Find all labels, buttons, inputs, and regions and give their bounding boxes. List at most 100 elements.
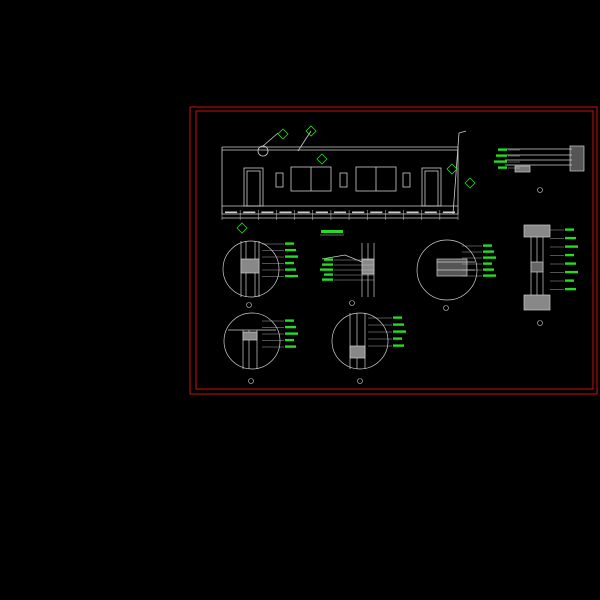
detail-5-callouts — [368, 316, 406, 347]
detail-6-bottom-block — [523, 294, 551, 311]
leader-top-1 — [262, 132, 279, 147]
detail-5 — [331, 312, 389, 370]
detail-2-number-circle — [349, 300, 355, 306]
detail-3-number-circle — [443, 305, 449, 311]
wall-sconce-2 — [339, 172, 348, 188]
detail-1-callouts — [262, 242, 298, 278]
detail-7-callout-note — [498, 166, 507, 169]
detail-7-callout-note — [496, 154, 507, 157]
detail-5-callout-note — [393, 316, 402, 319]
detail-3-callout-note — [483, 256, 496, 259]
detail-2-callout-note — [320, 268, 333, 271]
detail-2-block — [361, 258, 375, 275]
detail-5-callout-note — [393, 323, 404, 326]
detail-3-callout-note — [483, 262, 492, 265]
detail-4-callouts — [262, 319, 298, 348]
detail-4-callout-note — [285, 338, 294, 342]
detail-6-number-circle — [537, 320, 543, 326]
detail-1-callout-note — [285, 274, 298, 278]
dimension-value-placeholder — [243, 211, 256, 214]
detail-5-callout-note — [393, 330, 406, 333]
dimension-value-placeholder — [388, 211, 401, 214]
detail-1-callout-note — [285, 255, 298, 258]
detail-2-callouts — [320, 258, 374, 281]
detail-6-callout-note — [565, 245, 578, 248]
detail-6-callout-note — [565, 287, 576, 291]
detail-6-callout-note — [565, 262, 576, 265]
elevation-dimension-ticks — [221, 210, 459, 220]
detail-2-callout-note — [324, 258, 333, 261]
detail-2-callout-note — [324, 273, 333, 276]
detail-7-callouts — [494, 148, 520, 169]
section-marker-1 — [277, 128, 289, 140]
plan-hatch — [514, 165, 531, 173]
detail-2-callout-note — [322, 278, 333, 281]
sheet-outer-frame — [189, 106, 598, 395]
wall-sconce-3 — [402, 172, 411, 188]
plan-wall-right — [569, 145, 585, 172]
detail-3-callout-note — [483, 250, 494, 253]
detail-3-callouts — [462, 244, 496, 277]
dimension-value-placeholder — [261, 211, 274, 214]
dimension-value-placeholder — [333, 211, 347, 214]
detail-4-callout-note — [285, 325, 296, 329]
detail-6-mid-block — [530, 261, 544, 273]
wall-sconce-1 — [275, 172, 284, 188]
detail-4-callout-note — [285, 332, 298, 335]
detail-6-callout-note — [565, 270, 578, 274]
elevation-section-markers — [236, 125, 476, 234]
section-marker-3 — [316, 153, 328, 165]
dimension-value-placeholder — [442, 211, 455, 214]
section-marker-2 — [305, 125, 317, 137]
detail-6-callouts — [550, 228, 578, 291]
dimension-value-placeholder — [315, 211, 328, 214]
detail-6-top-block — [523, 224, 551, 238]
detail-3-callout-note — [483, 244, 492, 247]
dimension-value-placeholder — [370, 211, 383, 214]
detail-2-head — [321, 254, 363, 263]
detail-4-fill — [242, 331, 258, 341]
detail-1-callout-note — [285, 261, 294, 265]
detail-4 — [223, 312, 281, 370]
detail-3-callout-note — [483, 268, 494, 271]
detail-6-callout-note — [565, 236, 576, 240]
detail-5-callout-note — [393, 337, 402, 340]
detail-1-callout-note — [285, 248, 296, 252]
detail-5-number-circle — [357, 378, 363, 384]
dimension-value-placeholder — [424, 211, 437, 214]
detail-1-callout-note — [285, 268, 296, 271]
dimension-value-placeholder — [406, 211, 419, 214]
detail-1 — [222, 240, 280, 298]
leader-right — [452, 130, 467, 215]
section-marker-5 — [464, 177, 476, 189]
detail-1-bubble — [222, 240, 280, 298]
detail-1-fill — [240, 258, 260, 274]
detail-3-frame — [436, 258, 468, 277]
elevation-title-placeholder — [321, 230, 343, 233]
detail-5-bubble — [331, 312, 389, 370]
detail-2-callout-note — [322, 263, 333, 266]
detail-3 — [416, 239, 478, 301]
detail-6-callout-note — [565, 228, 574, 231]
section-marker-4 — [446, 163, 458, 175]
detail-4-number-circle — [248, 378, 254, 384]
dimension-value-placeholder — [279, 211, 292, 214]
detail-4-callout-note — [285, 319, 294, 322]
door-right-leaf — [424, 170, 439, 207]
detail-6-callout-note — [565, 253, 574, 257]
detail-4-bubble — [223, 312, 281, 370]
detail-7-callout-note — [494, 160, 507, 163]
plan-section-detail — [505, 145, 585, 173]
detail-6 — [523, 224, 551, 311]
door-left-leaf — [246, 170, 261, 207]
section-marker-6 — [236, 222, 248, 234]
dimension-value-placeholder — [352, 211, 365, 214]
detail-3-callout-note — [483, 274, 496, 277]
detail-5-fill — [349, 345, 366, 359]
sheet-inner-frame — [195, 110, 594, 390]
detail-7-number-circle — [537, 187, 543, 193]
detail-5-callout-note — [393, 344, 404, 347]
detail-4-callout-note — [285, 345, 296, 348]
